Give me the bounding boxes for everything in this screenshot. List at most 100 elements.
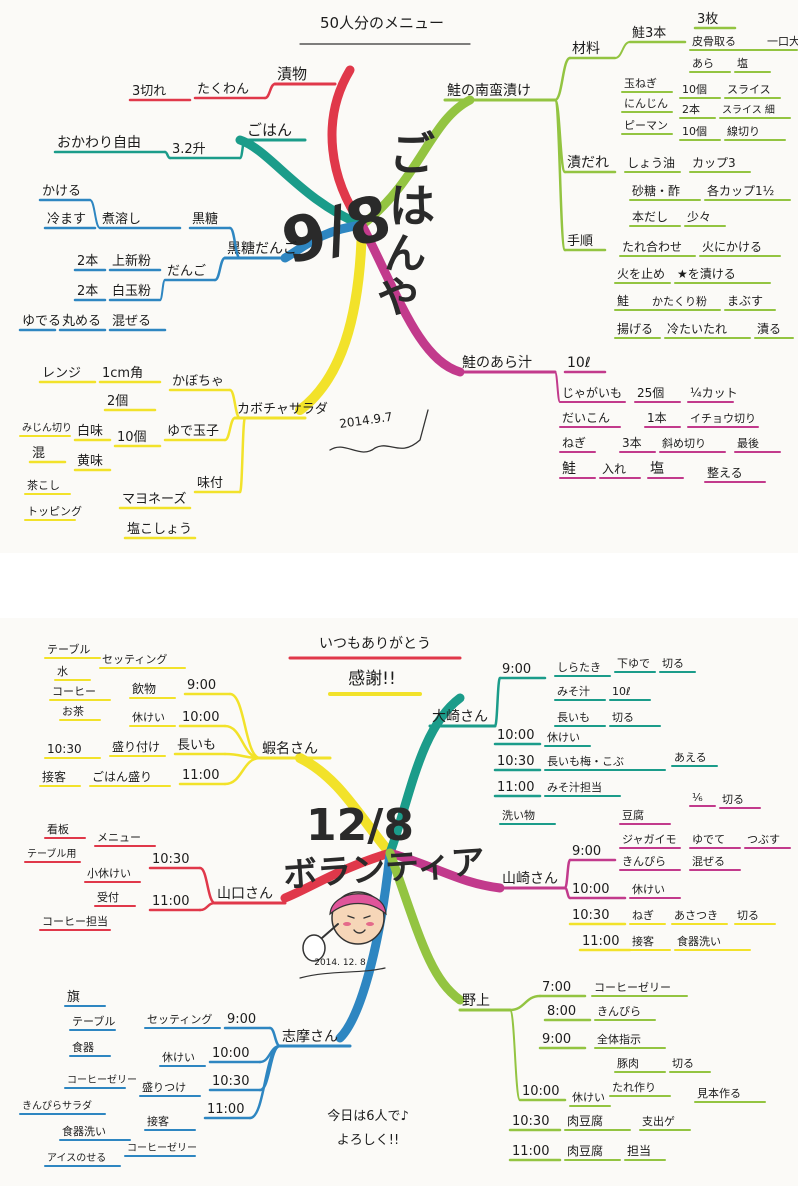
branch-label: 10:30 (512, 1114, 549, 1129)
branch-label: 10個 (117, 430, 147, 445)
branch-label: 山崎さん (502, 871, 558, 887)
branch-label: 山口さん (217, 886, 273, 902)
branch-label: 接客 (42, 769, 66, 784)
branch-label: ゆで玉子 (167, 424, 219, 439)
branch-label: 入れ (602, 462, 626, 476)
branch-label: 漬物 (277, 65, 307, 83)
branch-label: 10個 (682, 83, 707, 96)
branch-label: 看板 (47, 822, 69, 836)
branch-label: 豚肉 (617, 1057, 639, 1070)
branch-label: 10:00 (182, 710, 219, 725)
branch-label: レンジ (42, 366, 81, 381)
branch-line (198, 901, 217, 912)
branch-label: 2個 (107, 394, 128, 409)
branch-label: お茶 (62, 705, 84, 718)
center-name-char: ご (389, 127, 435, 181)
center-date: 12/8 (306, 800, 414, 851)
character-eyes (347, 915, 371, 919)
branch-line (238, 416, 247, 494)
branch-label: スライス (727, 83, 771, 96)
branch-line (268, 1026, 282, 1048)
branch-label: 混ぜる (112, 314, 151, 329)
branch-label: 2本 (77, 254, 98, 269)
branch-label: 火を止め (617, 267, 665, 281)
branch-line (238, 138, 247, 160)
branch-label: ねぎ (632, 908, 654, 922)
branch-label: コーヒー (52, 685, 96, 698)
branch-label: 盛り付け (112, 739, 160, 754)
branch-line (493, 676, 502, 728)
branch-label: 鮭のあら汁 (462, 355, 532, 371)
branch-line (508, 994, 542, 1012)
branch-label: 手順 (567, 234, 593, 249)
branch-label: 長いも梅・こぶ (547, 754, 624, 768)
branch-label: 10:00 (572, 882, 609, 897)
banner-line1: いつもありがとう (319, 636, 431, 652)
branch-label: 塩こしょう (127, 522, 192, 537)
branch-label: 10:30 (212, 1074, 249, 1089)
branch-line (89, 199, 101, 229)
branch-label: 8:00 (547, 1004, 576, 1019)
branch-label: カボチャサラダ (237, 402, 328, 417)
branch-label: 黒糖だんご (227, 241, 297, 257)
branch-label: 小休けい (87, 867, 131, 880)
branch-label: 長いも (177, 738, 216, 753)
branch-label: 10:30 (47, 742, 82, 756)
branch-label: 盛りつけ (142, 1080, 186, 1094)
branch-line (248, 1044, 282, 1120)
branch-label: 切る (672, 1057, 694, 1070)
branch-label: 煮溶し (102, 212, 141, 227)
branch-label: 白味 (77, 423, 103, 439)
branch-label: 鮭 (562, 461, 576, 477)
branch-label: ★を漬ける (677, 266, 736, 281)
branch-line (228, 226, 242, 260)
branch-label: 混ぜる (692, 855, 725, 868)
branch-label: 下ゆで (617, 657, 650, 670)
branch-label: スライス 細 (722, 103, 775, 116)
character-cheek (343, 922, 351, 926)
branch-label: 火にかける (702, 240, 762, 254)
branch-label: ¼カット (690, 386, 738, 400)
branch-label: 志摩さん (282, 1028, 338, 1045)
footer-line2: よろしく!! (337, 1133, 399, 1148)
branch-label: カップ3 (692, 156, 736, 170)
branch-label: 10ℓ (612, 685, 631, 698)
branch-label: 10:30 (572, 908, 609, 923)
branch-label: 11:00 (182, 768, 219, 783)
branch-label: 10:00 (497, 728, 534, 743)
branch-label: 1本 (647, 411, 667, 425)
branch-label: だんご (167, 263, 206, 279)
branch-label: 鮭 (617, 293, 629, 308)
main-branch-green (385, 848, 465, 1005)
branch-label: 切る (662, 657, 684, 670)
branch-label: ゆでる (22, 314, 61, 329)
branch-label: 白玉粉 (112, 283, 151, 299)
branch-label: 水 (57, 665, 68, 678)
branch-label: 10ℓ (567, 355, 591, 371)
banner-line2: 感謝!! (348, 669, 396, 689)
branch-label: 切る (722, 793, 744, 806)
branch-label: ゆでて (692, 833, 725, 846)
branch-label: 味付 (197, 476, 223, 491)
branch-label: 全体指示 (597, 1032, 641, 1046)
branch-label: 豆腐 (622, 808, 644, 822)
branch-label: 肉豆腐 (567, 1113, 603, 1128)
branch-label: 3切れ (132, 84, 166, 99)
branch-label: 休けい (632, 883, 665, 896)
branch-label: 接客 (147, 1114, 169, 1128)
branch-label: 10:00 (212, 1046, 249, 1061)
branch-line (223, 756, 262, 786)
branch-label: たれ作り (612, 1081, 656, 1094)
branch-label: みそ汁 (557, 685, 590, 698)
branch-label: 塩 (650, 461, 664, 477)
branch-label: かける (42, 184, 81, 199)
branch-label: コーヒーゼリー (127, 1142, 197, 1154)
branch-label: 塩 (737, 56, 748, 70)
branch-line (563, 886, 572, 900)
ladle-icon (302, 934, 326, 962)
branch-line (553, 98, 567, 252)
branch-label: 揚げる (617, 322, 653, 336)
branch-label: だいこん (562, 411, 610, 425)
